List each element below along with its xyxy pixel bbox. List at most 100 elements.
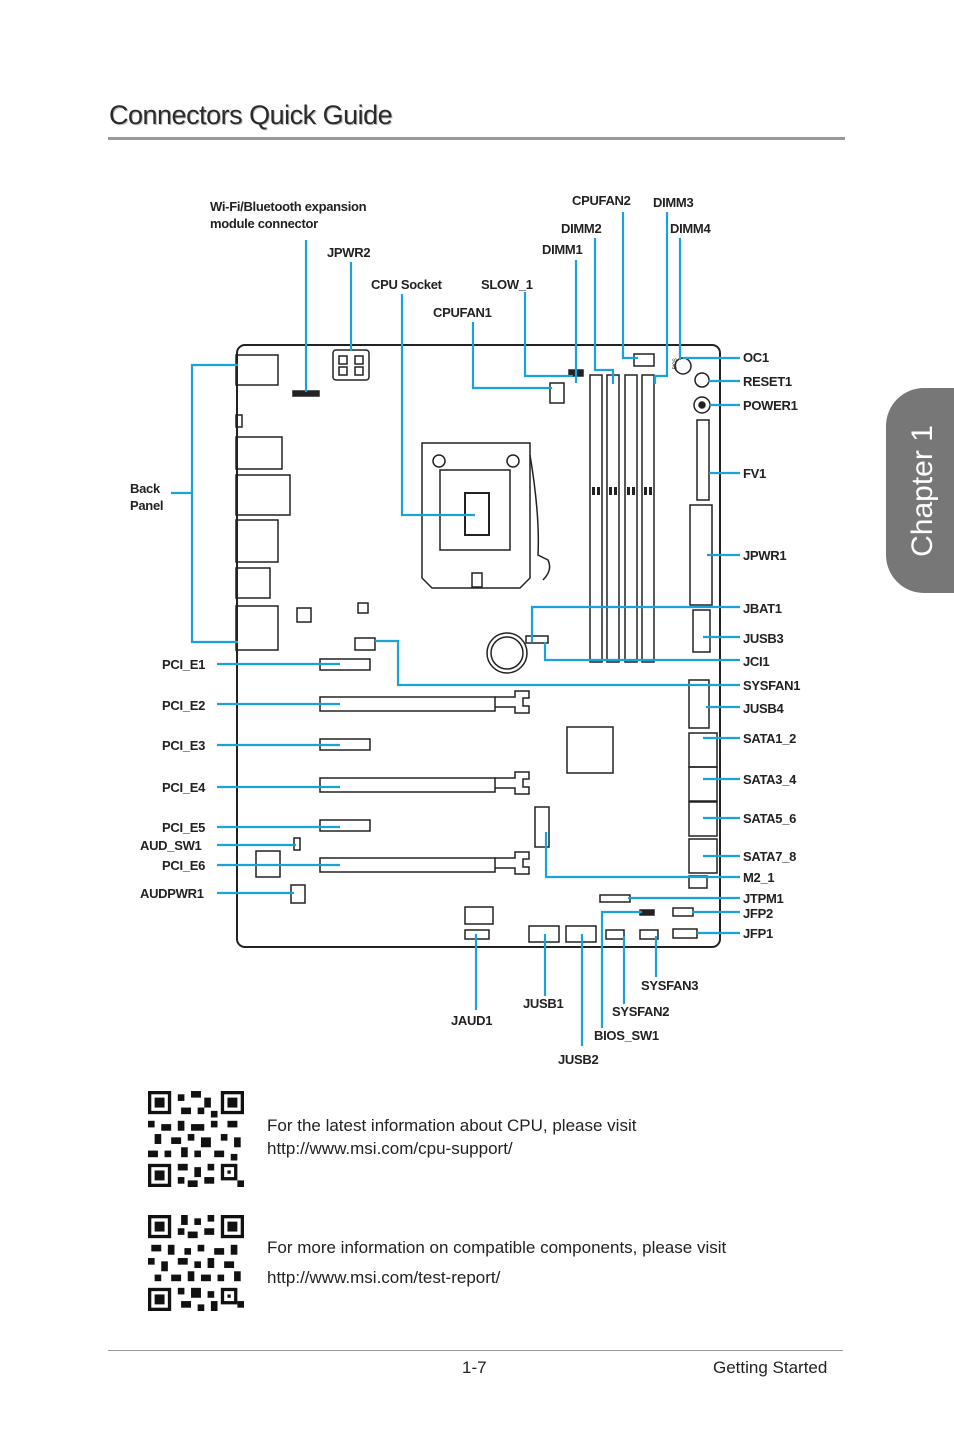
label-pci-e5: PCI_E5	[162, 820, 206, 835]
back-panel-port	[235, 414, 243, 428]
leader-cpufan2	[621, 212, 638, 360]
qr-code-test-report[interactable]	[148, 1215, 244, 1311]
reset1-button	[694, 372, 710, 388]
chapter-tab: Chapter 1	[886, 388, 954, 593]
label-jusb4: JUSB4	[743, 701, 784, 716]
section-name: Getting Started	[713, 1358, 828, 1377]
label-jci1: JCI1	[743, 654, 770, 669]
sysfan2-connector	[605, 929, 625, 940]
label-jfp1: JFP1	[743, 926, 773, 941]
battery	[486, 632, 528, 674]
label-jusb3: JUSB3	[743, 631, 784, 646]
label-jusb2: JUSB2	[558, 1052, 599, 1067]
label-jbat1: JBAT1	[743, 601, 782, 616]
label-wifi-line1: Wi-Fi/Bluetooth expansion	[210, 199, 367, 214]
dimm4-slot	[641, 374, 655, 663]
jfp1-header	[672, 928, 698, 939]
label-aud-sw1: AUD_SW1	[140, 838, 202, 853]
sysfan1-connector	[354, 637, 376, 651]
label-cpufan1: CPUFAN1	[433, 305, 492, 320]
label-audpwr1: AUDPWR1	[140, 886, 204, 901]
title-rule	[108, 137, 845, 140]
dimm1-slot	[589, 374, 603, 663]
leader-bios-sw1	[600, 910, 642, 1028]
back-panel-port	[235, 605, 279, 651]
leader-dimm2	[593, 238, 615, 384]
label-board-marking: BIOS	[672, 358, 679, 370]
jtpm1-header	[599, 894, 631, 903]
label-dimm4: DIMM4	[670, 221, 711, 236]
label-cpufan2: CPUFAN2	[572, 193, 631, 208]
label-sysfan2: SYSFAN2	[612, 1004, 670, 1019]
leader-jbat1	[530, 605, 740, 642]
label-jusb1: JUSB1	[523, 996, 564, 1011]
qr-code-cpu-support[interactable]	[148, 1091, 244, 1187]
label-jtpm1: JTPM1	[743, 891, 784, 906]
label-cpu-socket: CPU Socket	[371, 277, 442, 292]
jbat1-header	[525, 635, 549, 644]
label-power1: POWER1	[743, 398, 798, 413]
test-report-text: For more information on compatible compo…	[267, 1236, 726, 1289]
label-pci-e3: PCI_E3	[162, 738, 206, 753]
label-m2: M2_1	[743, 870, 775, 885]
small-square	[296, 607, 312, 623]
label-slow1: SLOW_1	[481, 277, 533, 292]
leader-sysfan1	[375, 639, 740, 687]
label-fv1: FV1	[743, 466, 766, 481]
test-report-line1: For more information on compatible compo…	[267, 1238, 727, 1257]
label-jpwr1: JPWR1	[743, 548, 787, 563]
label-jfp2: JFP2	[743, 906, 773, 921]
cpu-support-text: For the latest information about CPU, pl…	[267, 1114, 636, 1160]
back-panel-port	[235, 567, 271, 599]
label-wifi-line2: module connector	[210, 216, 318, 231]
label-bios-sw1: BIOS_SW1	[594, 1028, 659, 1043]
sysfan3-connector	[639, 929, 659, 940]
back-panel-port	[235, 354, 279, 386]
cpu-support-link[interactable]: http://www.msi.com/cpu-support/	[267, 1139, 513, 1158]
label-pci-e4: PCI_E4	[162, 780, 206, 795]
label-jpwr2: JPWR2	[327, 245, 371, 260]
pci-e6-slot	[319, 857, 496, 873]
label-sysfan3: SYSFAN3	[641, 978, 699, 993]
cpu-support-line1: For the latest information about CPU, pl…	[267, 1116, 637, 1135]
board-outline	[236, 344, 721, 948]
leader-slow1	[523, 292, 573, 378]
leader-cpu-socket	[400, 294, 475, 517]
back-panel-port	[235, 519, 279, 563]
back-panel-port	[235, 436, 283, 470]
leader-jci1	[543, 642, 740, 662]
label-pci-e6: PCI_E6	[162, 858, 206, 873]
dimm3-slot	[624, 374, 638, 663]
label-sysfan1: SYSFAN1	[743, 678, 801, 693]
label-pci-e2: PCI_E2	[162, 698, 206, 713]
pci-e5-slot	[319, 819, 371, 832]
label-sata1-2: SATA1_2	[743, 731, 797, 746]
small-square	[357, 602, 369, 614]
jfp2-header	[672, 907, 694, 917]
leader-cpufan1	[471, 322, 552, 390]
board-chip	[464, 906, 494, 925]
page-title: Connectors Quick Guide	[109, 100, 393, 130]
back-panel-port	[235, 474, 291, 516]
cpufan2-connector	[633, 353, 655, 367]
fv1-header	[696, 419, 710, 501]
label-dimm1: DIMM1	[542, 242, 583, 257]
bios-sw1-switch	[639, 909, 655, 916]
pci-e2-slot	[319, 696, 496, 712]
label-sata5-6: SATA5_6	[743, 811, 797, 826]
label-back-panel-line1: Back	[130, 481, 160, 496]
label-back-panel-line2: Panel	[130, 498, 164, 513]
leader-back-panel	[171, 363, 238, 644]
label-sata3-4: SATA3_4	[743, 772, 797, 787]
pci-e4-slot	[319, 777, 496, 793]
label-dimm2: DIMM2	[561, 221, 602, 236]
label-pci-e1: PCI_E1	[162, 657, 206, 672]
jusb3-connector	[692, 609, 711, 653]
jusb4-connector	[688, 679, 710, 729]
test-report-link[interactable]: http://www.msi.com/test-report/	[267, 1268, 501, 1287]
label-oc1: OC1	[743, 350, 769, 365]
label-reset1: RESET1	[743, 374, 792, 389]
chipset	[566, 726, 614, 774]
footer-rule	[108, 1350, 843, 1351]
